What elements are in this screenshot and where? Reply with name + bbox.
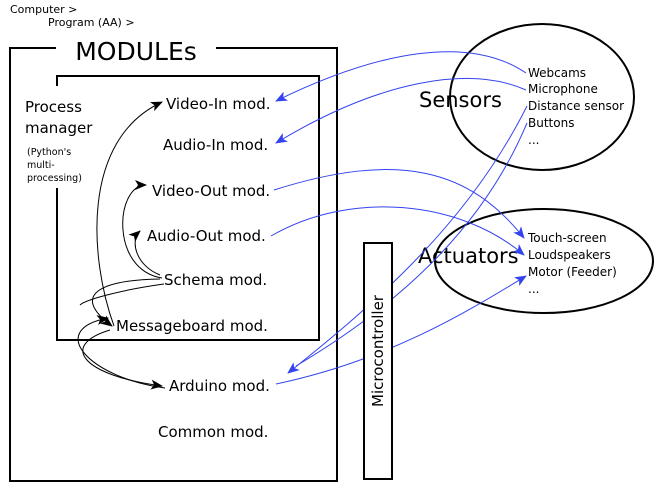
- link-distance-sensor-to-arduino: [287, 105, 528, 374]
- actuator-item-motor-feeder: Motor (Feeder): [528, 265, 617, 279]
- module-arduino: Arduino mod.: [169, 377, 270, 395]
- process-manager-note-3: processing): [27, 173, 82, 184]
- module-video-out: Video-Out mod.: [152, 182, 270, 200]
- process-manager-label-2: manager: [25, 119, 93, 137]
- arrow-messageboard-to-arduino: [82, 329, 163, 390]
- arrow-schema-loop: [79, 283, 165, 306]
- breadcrumb-program: Program (AA) >: [48, 16, 135, 29]
- microcontroller-label: Microcontroller: [369, 294, 387, 407]
- actuators-title: Actuators: [418, 244, 519, 268]
- module-video-in: Video-In mod.: [166, 95, 271, 113]
- module-messageboard: Messageboard mod.: [116, 317, 268, 335]
- module-audio-in: Audio-In mod.: [163, 136, 268, 154]
- sensors-title: Sensors: [419, 88, 502, 112]
- module-audio-out: Audio-Out mod.: [147, 227, 266, 245]
- link-buttons-to-arduino: [295, 122, 528, 367]
- arrow-messageboard-to-video-in: [96, 101, 163, 327]
- actuator-item-loudspeakers: Loudspeakers: [528, 248, 611, 262]
- arrow-arduino-to-messageboard: [77, 315, 166, 389]
- sensors-ellipse: [449, 23, 635, 171]
- sensor-item-webcams: Webcams: [528, 66, 586, 80]
- link-arduino-to-motor: [275, 275, 527, 385]
- link-video-out-to-touch-screen: [273, 169, 525, 239]
- arrow-schema-to-audio-out: [128, 230, 161, 276]
- actuator-item-more: ...: [528, 282, 539, 296]
- breadcrumb-computer: Computer >: [10, 3, 77, 16]
- process-manager-note-2: multi-: [27, 160, 55, 171]
- process-manager-frame: [56, 75, 320, 341]
- microcontroller-box: [363, 242, 393, 480]
- link-microphone-to-audio-in: [275, 78, 527, 144]
- link-audio-out-to-loudspeakers: [270, 206, 525, 256]
- sensor-item-microphone: Microphone: [528, 82, 598, 96]
- sensor-item-distance-sensor: Distance sensor: [528, 99, 624, 113]
- modules-frame: [9, 47, 338, 482]
- arrow-schema-to-video-out: [122, 180, 163, 279]
- modules-title: MODULEs: [75, 37, 197, 66]
- link-webcams-to-video-in: [275, 51, 527, 102]
- sensor-item-buttons: Buttons: [528, 116, 574, 130]
- module-schema: Schema mod.: [164, 271, 267, 289]
- process-manager-note-1: (Python's: [27, 147, 71, 158]
- sensor-item-more: ...: [528, 133, 539, 147]
- module-common: Common mod.: [158, 423, 268, 441]
- actuator-item-touch-screen: Touch-screen: [527, 231, 607, 245]
- process-manager-label-1: Process: [25, 98, 82, 116]
- actuators-ellipse: [434, 208, 654, 314]
